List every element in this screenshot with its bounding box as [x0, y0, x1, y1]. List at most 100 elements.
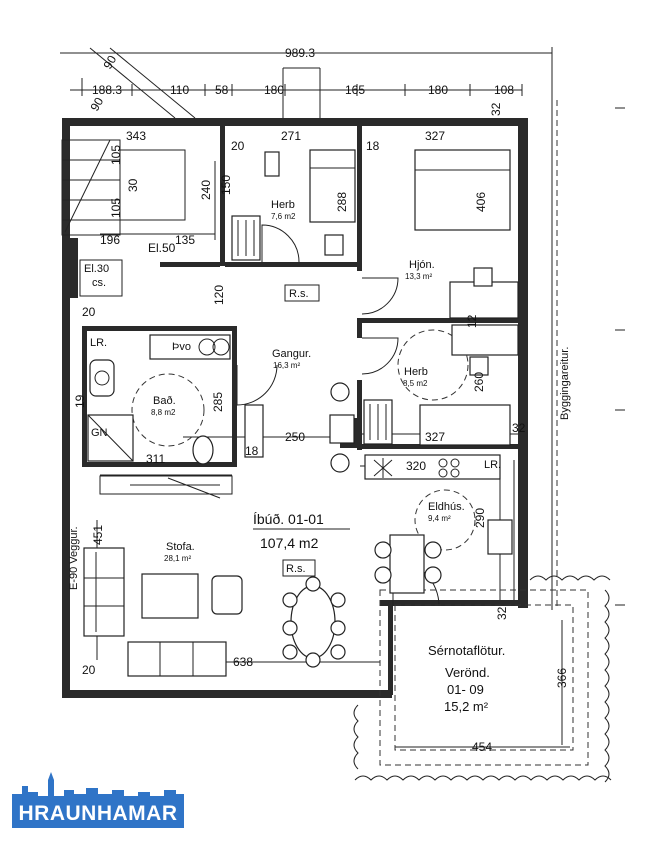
unit-area: 107,4 m2 [260, 535, 319, 551]
dim-seg-3: 58 [215, 83, 229, 97]
dim-90b: 90 [87, 95, 106, 114]
dim-290: 290 [473, 508, 487, 528]
unit-label: Íbúð. 01-01 107,4 m2 [253, 511, 350, 551]
double-bed-icon [414, 149, 511, 231]
dim-343: 343 [126, 129, 146, 143]
label-cs: cs. [92, 277, 106, 289]
dim-20-herb: 20 [231, 139, 245, 153]
label-tvo: Þvo [172, 341, 191, 353]
room-area: 16,3 m² [273, 361, 300, 370]
label-lr-kitchen: LR. [484, 459, 501, 471]
room-area: 28,1 m² [164, 554, 191, 563]
coffee-table-icon [141, 573, 199, 619]
room-area: 8,8 m2 [151, 408, 176, 417]
dim-327-top: 327 [425, 129, 445, 143]
dim-32-low: 32 [495, 606, 509, 620]
sofa-icon [127, 641, 227, 677]
dim-120: 120 [212, 285, 226, 305]
dim-32-top: 32 [489, 102, 503, 116]
dim-105a: 105 [109, 145, 123, 165]
dim-406: 406 [474, 192, 488, 212]
wardrobe-icon [449, 281, 519, 319]
dim-311: 311 [146, 452, 165, 466]
dim-90a: 90 [100, 53, 119, 72]
bed-icon [419, 404, 511, 446]
room-name: Herb [271, 199, 295, 211]
dim-18-mid: 18 [245, 444, 259, 458]
dim-18-top: 18 [366, 139, 380, 153]
chair-icon [264, 151, 280, 177]
dim-12: 12 [465, 314, 479, 328]
room-area: 8,5 m2 [403, 379, 428, 388]
terrace-line1: Sérnotaflötur. [428, 643, 505, 658]
room-area: 9,4 m² [428, 514, 451, 523]
shrub-border [353, 575, 612, 783]
label-byggingareitur: Byggingareitur. [559, 347, 571, 420]
dim-260: 260 [472, 372, 486, 392]
dim-seg-7: 108 [494, 83, 514, 97]
room-area: 7,6 m2 [271, 212, 296, 221]
dim-32-mid: 32 [512, 421, 526, 435]
room-name: Herb [404, 366, 428, 378]
dim-150: 150 [219, 175, 233, 195]
room-labels: Herb 7,6 m2 Hjón. 13,3 m² Gangur. 16,3 m… [151, 199, 465, 563]
dashed-elements [131, 100, 589, 766]
room-name: Hjón. [409, 259, 435, 271]
dim-seg-4: 180 [264, 83, 284, 97]
dim-250: 250 [285, 430, 305, 444]
oval-table-icon [290, 585, 336, 659]
sofa-icon [83, 547, 125, 637]
brand-name: HRAUNHAMAR [12, 800, 184, 828]
plan-labels: El.30 cs. LR. Þvo GN LR. R.s. R.s. E-90 … [68, 263, 571, 590]
terrace-line3: 01- 09 [447, 682, 484, 697]
dim-el50: El.50 [148, 241, 176, 255]
room-name: Stofa. [166, 541, 195, 553]
kitchen-counter-icon [364, 454, 501, 480]
dim-196: 196 [100, 233, 120, 247]
dim-seg-6: 180 [428, 83, 448, 97]
dim-451: 451 [91, 525, 105, 545]
dim-320: 320 [406, 459, 426, 473]
armchair-icon [211, 575, 243, 615]
dim-total: 989.3 [285, 46, 315, 60]
walls [62, 118, 528, 698]
dim-454: 454 [472, 740, 492, 754]
toilet-icon [192, 435, 214, 465]
terrace-line2: Verönd. [445, 665, 490, 680]
desk-icon [451, 324, 519, 356]
label-gn: GN [91, 427, 108, 439]
room-name: Eldhús. [428, 501, 465, 513]
dimension-text: 989.3 188.3 110 58 180 165 180 108 90 90… [73, 46, 569, 754]
label-veggur: E-90 Veggur. [68, 526, 80, 590]
room-name: Gangur. [272, 348, 311, 360]
rs-box [282, 559, 316, 577]
furniture [83, 149, 519, 677]
room-name: Bað. [153, 395, 176, 407]
dim-327-mid: 327 [425, 430, 445, 444]
dim-638: 638 [233, 655, 253, 669]
el-cabinet [79, 259, 123, 297]
dim-20-left: 20 [82, 305, 96, 319]
dim-240: 240 [199, 180, 213, 200]
label-el30: El.30 [84, 263, 109, 275]
room-area: 13,3 m² [405, 272, 432, 281]
unit-title: Íbúð. 01-01 [253, 511, 324, 527]
skyline-icon [12, 772, 184, 802]
dim-105b: 105 [109, 198, 123, 218]
dim-20-bottom: 20 [82, 663, 96, 677]
dim-30: 30 [126, 178, 140, 192]
terrace-label: Sérnotaflötur. Verönd. 01- 09 15,2 m² [428, 643, 505, 714]
dim-seg-2: 110 [170, 83, 189, 97]
label-lr-bath: LR. [90, 337, 107, 349]
brand-logo: HRAUNHAMAR [8, 772, 188, 832]
dim-seg-1: 188.3 [92, 83, 122, 97]
sink-icon [89, 359, 115, 397]
label-rs-1: R.s. [289, 288, 309, 300]
dim-seg-5: 165 [345, 83, 365, 97]
dining-table-icon [389, 534, 425, 594]
rs-box [284, 284, 320, 302]
dim-271: 271 [281, 129, 301, 143]
dim-285: 285 [211, 392, 225, 412]
dim-135: 135 [175, 233, 195, 247]
